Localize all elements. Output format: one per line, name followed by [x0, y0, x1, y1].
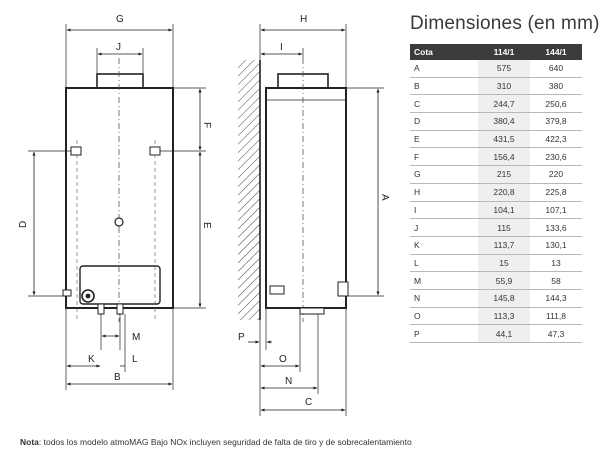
row-144: 225,8	[530, 183, 582, 202]
label-P: P	[238, 332, 245, 343]
label-I: I	[280, 42, 283, 53]
row-144: 144,3	[530, 289, 582, 308]
front-flue-collar	[96, 73, 144, 89]
table-title: Dimensiones (en mm)	[410, 13, 600, 34]
row-144: 220	[530, 165, 582, 184]
row-cota: G	[410, 165, 478, 184]
row-cota: L	[410, 254, 478, 273]
technical-drawing: G J F E D M K L B	[18, 14, 390, 416]
row-114: 310	[478, 77, 530, 96]
label-N: N	[285, 376, 292, 387]
row-cota: H	[410, 183, 478, 202]
label-J: J	[116, 42, 121, 53]
label-A: A	[379, 194, 390, 201]
row-cota: I	[410, 201, 478, 220]
row-cota: M	[410, 271, 478, 290]
row-114: 156,4	[478, 147, 530, 167]
row-144: 130,1	[530, 236, 582, 255]
row-114: 44,1	[478, 324, 530, 343]
front-badge	[114, 217, 124, 227]
label-C: C	[305, 397, 312, 408]
row-144: 230,6	[530, 147, 582, 167]
label-M: M	[132, 332, 140, 343]
row-cota: P	[410, 324, 478, 343]
row-114: 244,7	[478, 94, 530, 114]
row-114: 55,9	[478, 271, 530, 290]
footnote-text: : todos los modelo atmoMAG Bajo NOx incl…	[38, 437, 412, 447]
header-cota: Cota	[410, 44, 478, 60]
front-mount-right	[149, 146, 161, 156]
row-cota: B	[410, 77, 478, 96]
row-cota: E	[410, 130, 478, 149]
side-body	[265, 87, 347, 309]
footnote: Nota: todos los modelo atmoMAG Bajo NOx …	[20, 437, 412, 447]
row-114: 215	[478, 165, 530, 184]
row-144: 250,6	[530, 94, 582, 114]
label-B: B	[114, 372, 121, 383]
label-G: G	[116, 14, 124, 25]
header-144: 144/1	[530, 44, 582, 60]
row-114: 145,8	[478, 289, 530, 308]
label-F: F	[201, 122, 212, 128]
label-D: D	[18, 221, 29, 228]
row-144: 422,3	[530, 130, 582, 149]
row-cota: K	[410, 236, 478, 255]
label-H: H	[300, 14, 307, 25]
row-cota: O	[410, 307, 478, 326]
row-114: 113,3	[478, 307, 530, 326]
row-114: 220,8	[478, 183, 530, 202]
row-cota: C	[410, 94, 478, 114]
row-144: 133,6	[530, 218, 582, 237]
label-E: E	[201, 222, 212, 229]
label-K: K	[88, 354, 95, 365]
wall-hatch	[238, 60, 260, 320]
label-O: O	[279, 354, 287, 365]
row-114: 113,7	[478, 236, 530, 255]
row-114: 380,4	[478, 112, 530, 131]
row-cota: F	[410, 147, 478, 167]
row-144: 58	[530, 271, 582, 290]
row-cota: N	[410, 289, 478, 308]
row-cota: A	[410, 60, 478, 78]
row-cota: D	[410, 112, 478, 131]
label-L: L	[132, 354, 138, 365]
row-144: 111,8	[530, 307, 582, 326]
row-144: 379,8	[530, 112, 582, 131]
row-144: 13	[530, 254, 582, 273]
row-114: 104,1	[478, 201, 530, 220]
row-114: 575	[478, 60, 530, 78]
row-cota: J	[410, 218, 478, 237]
header-114: 114/1	[478, 44, 530, 60]
row-144: 107,1	[530, 201, 582, 220]
side-view: H I A P O N C	[238, 14, 390, 416]
row-114: 15	[478, 254, 530, 273]
row-144: 640	[530, 60, 582, 78]
row-144: 380	[530, 77, 582, 96]
row-144: 47,3	[530, 324, 582, 343]
footnote-label: Nota	[20, 437, 39, 447]
table-header-row: Cota 114/1 144/1	[410, 44, 582, 60]
front-view: G J F E D M K L B	[18, 14, 212, 390]
row-114: 431,5	[478, 130, 530, 149]
front-mount-left	[70, 146, 82, 156]
row-114: 115	[478, 218, 530, 237]
